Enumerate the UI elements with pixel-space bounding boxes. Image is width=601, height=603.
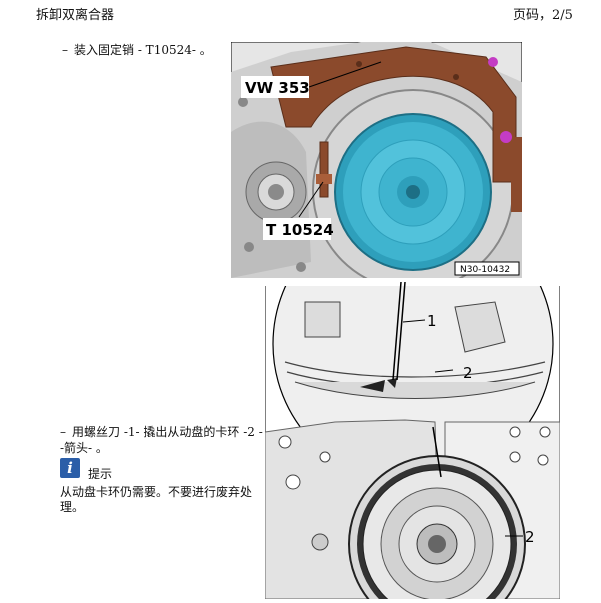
callout-1: 1 [427,312,437,330]
note-text: 从动盘卡环仍需要。不要进行废弃处理。 [60,485,253,514]
figure-install-pin-illustration: VW 353 T 10524 N30-10432 [230,41,523,291]
step-text: 装入固定销 - T10524- 。 [74,43,212,57]
callout-vw353: VW 353 [245,79,310,97]
callout-2-bottom: 2 [525,528,535,546]
step-bullet: – [62,43,68,57]
page-number: 页码，2/5 [513,8,573,23]
step-install-pin: –装入固定销 - T10524- 。 [62,42,212,58]
step-pry-snap-ring: –用螺丝刀 -1- 撬出从动盘的卡环 -2 --箭头- 。 [60,424,265,456]
info-icon: i [60,458,80,478]
figure-id: N30-10432 [460,265,510,275]
page-header-title: 拆卸双离合器 [36,8,115,23]
callout-2-top: 2 [463,364,473,382]
figure-pry-snap-ring-illustration: 1 2 2 [264,203,561,603]
figure-pry-snap-ring: 1 2 2 [264,203,561,603]
figure-install-pin: VW 353 T 10524 N30-10432 [230,41,523,291]
step-bullet: – [60,425,66,439]
callout-t10524: T 10524 [266,221,334,239]
step-text: 用螺丝刀 -1- 撬出从动盘的卡环 -2 --箭头- 。 [60,425,263,455]
note-label: 提示 [88,467,113,481]
